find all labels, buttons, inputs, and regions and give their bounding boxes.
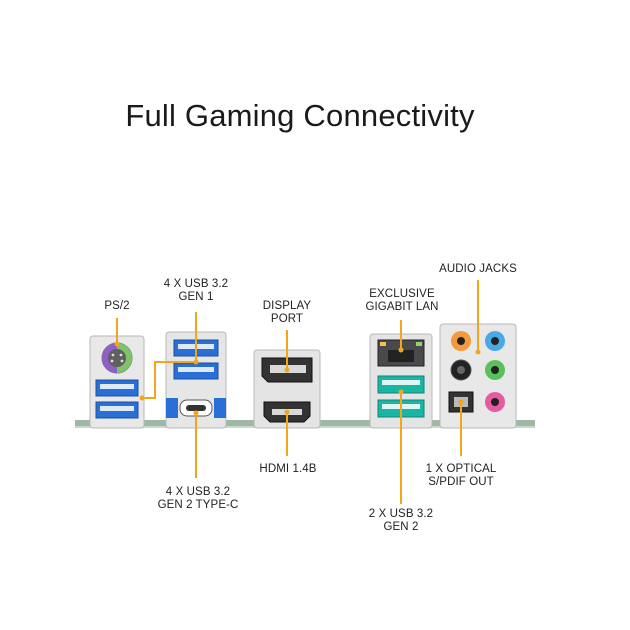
label-hdmi-text: HDMI 1.4B bbox=[259, 463, 317, 475]
label-optical-line1: 1 X OPTICAL bbox=[425, 463, 497, 475]
ps2-usb-stack bbox=[89, 335, 145, 429]
label-lan-line2: GIGABIT LAN bbox=[365, 301, 439, 313]
label-usb-gen1: 4 X USB 3.2 GEN 1 bbox=[151, 278, 241, 304]
label-usb-gen2-line2: GEN 2 bbox=[383, 521, 419, 533]
label-ps2: PS/2 bbox=[97, 300, 137, 313]
typec-bracket-left bbox=[166, 398, 178, 418]
page-title: Full Gaming Connectivity bbox=[125, 98, 475, 133]
video-stack bbox=[253, 349, 321, 429]
lan-usb-stack bbox=[369, 333, 433, 429]
label-usb-gen2: 2 X USB 3.2 GEN 2 bbox=[361, 508, 441, 534]
label-usb-gen2-line1: 2 X USB 3.2 bbox=[368, 508, 434, 520]
label-lan: EXCLUSIVE GIGABIT LAN bbox=[356, 288, 448, 314]
label-optical: 1 X OPTICAL S/PDIF OUT bbox=[418, 463, 504, 489]
callout-dots bbox=[114, 341, 481, 416]
label-audio: AUDIO JACKS bbox=[430, 263, 526, 276]
label-displayport-line1: DISPLAY bbox=[262, 300, 312, 312]
label-displayport: DISPLAY PORT bbox=[247, 300, 327, 326]
label-usb-gen1-line1: 4 X USB 3.2 bbox=[163, 278, 229, 290]
label-usb-typec: 4 X USB 3.2 GEN 2 TYPE-C bbox=[148, 486, 248, 512]
typec-bracket-right bbox=[214, 398, 226, 418]
callout-usb-gen1-branch bbox=[142, 361, 196, 399]
callout-lines bbox=[116, 280, 479, 504]
label-usb-typec-line2: GEN 2 TYPE-C bbox=[157, 499, 239, 511]
label-usb-gen1-line2: GEN 1 bbox=[178, 291, 214, 303]
label-usb-typec-line1: 4 X USB 3.2 bbox=[165, 486, 231, 498]
label-hdmi: HDMI 1.4B bbox=[250, 463, 326, 476]
label-lan-line1: EXCLUSIVE bbox=[369, 288, 435, 300]
label-ps2-text: PS/2 bbox=[104, 300, 130, 312]
label-optical-line2: S/PDIF OUT bbox=[428, 476, 494, 488]
label-displayport-line2: PORT bbox=[270, 313, 304, 325]
label-audio-text: AUDIO JACKS bbox=[439, 263, 517, 275]
